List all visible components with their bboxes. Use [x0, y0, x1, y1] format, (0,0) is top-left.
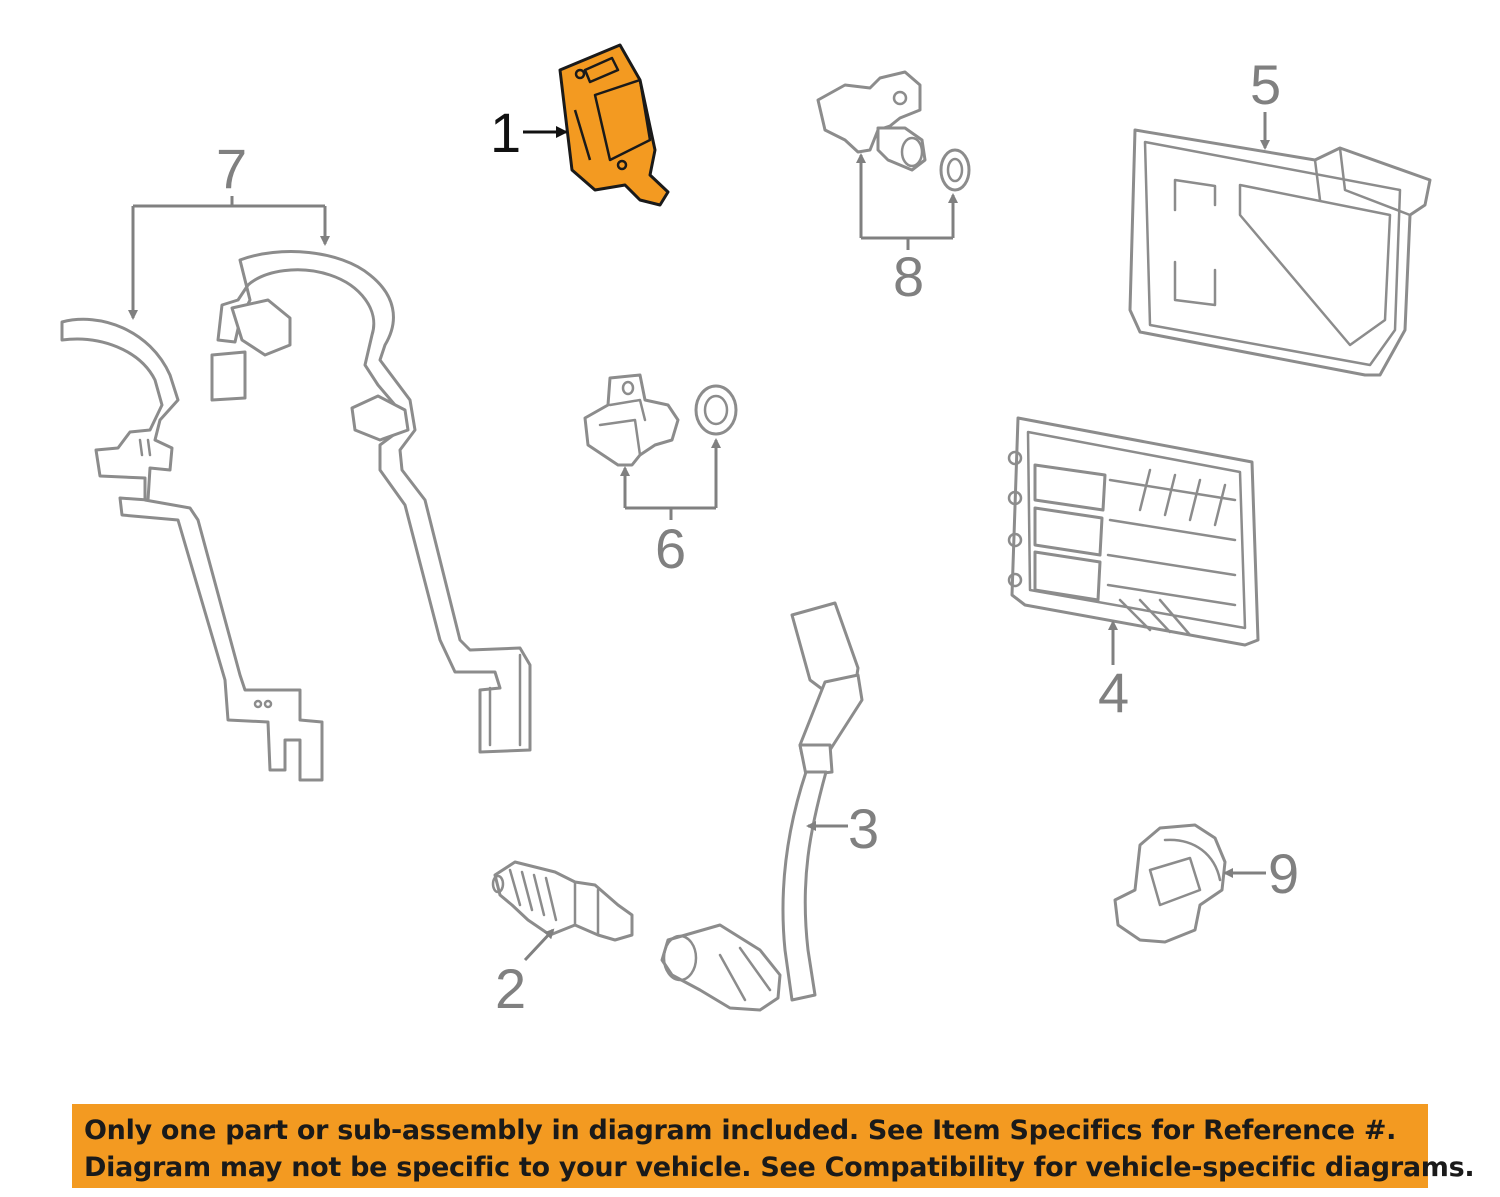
part-7-wiring-harness[interactable] [60, 250, 532, 782]
notice-banner: Only one part or sub-assembly in diagram… [72, 1104, 1475, 1188]
callout-3: 3 [848, 797, 879, 860]
callout-2: 2 [495, 957, 526, 1020]
callout-5: 5 [1250, 53, 1281, 116]
part-6-sensor[interactable] [583, 373, 738, 467]
notice-line-1: Only one part or sub-assembly in diagram… [84, 1115, 1397, 1146]
part-9-sensor[interactable] [1113, 823, 1227, 944]
part-4-engine-control-module[interactable] [1007, 416, 1260, 647]
callout-9: 9 [1268, 842, 1299, 905]
part-2-sensor[interactable] [491, 860, 634, 942]
part-3-oxygen-sensor[interactable] [660, 601, 864, 1012]
part-8-sensor[interactable] [816, 70, 971, 192]
part-5-control-module[interactable] [1128, 128, 1432, 377]
parts-diagram: 1 8 5 7 [60, 43, 1432, 1020]
callout-6: 6 [655, 517, 686, 580]
callout-8: 8 [893, 245, 924, 308]
notice-line-2: Diagram may not be specific to your vehi… [84, 1152, 1475, 1183]
callout-7: 7 [216, 137, 247, 200]
part-1-ignition-coil[interactable] [558, 43, 670, 207]
callout-1: 1 [490, 101, 521, 164]
callout-4: 4 [1098, 661, 1129, 724]
